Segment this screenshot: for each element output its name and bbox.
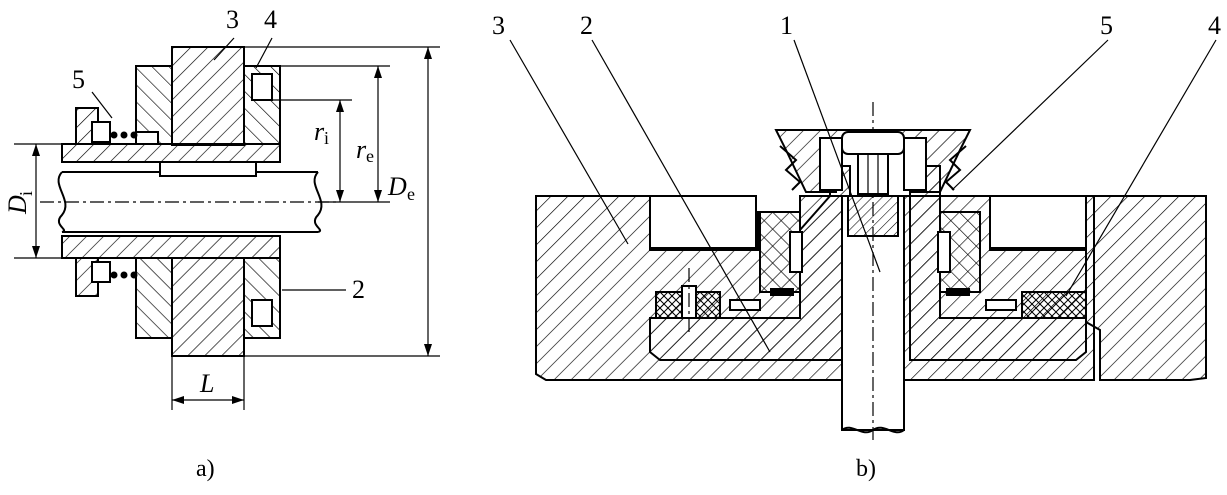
seal-ring-4 [655, 268, 1087, 336]
dimension-lines [14, 46, 440, 410]
callout-4-a: 4 [264, 5, 277, 34]
svg-text:D: D [3, 195, 32, 215]
shaft-1 [841, 102, 905, 440]
callout-3-a: 3 [226, 5, 239, 34]
svg-text:e: e [407, 184, 415, 204]
caption-b: b) [856, 456, 876, 482]
callout-5-a: 5 [72, 65, 85, 94]
caption-a: a) [196, 456, 215, 482]
svg-text:i: i [16, 191, 36, 196]
svg-text:r: r [356, 135, 367, 164]
figure-a: 3 4 5 2 D i D e r e r i L a) [3, 5, 440, 482]
figure-b: 3 2 1 5 4 b) [492, 11, 1221, 482]
callout-leaders-b [509, 39, 1217, 353]
callout-2-b: 2 [580, 11, 593, 40]
callout-2-a: 2 [352, 275, 365, 304]
svg-text:e: e [366, 146, 374, 166]
svg-text:r: r [314, 117, 325, 146]
sleeve-2 [61, 143, 281, 259]
callout-5-b: 5 [1100, 11, 1113, 40]
callout-1-b: 1 [780, 11, 793, 40]
callout-4-b: 4 [1208, 11, 1221, 40]
callout-3-b: 3 [492, 11, 505, 40]
dim-label-L: L [199, 369, 214, 398]
callout-leaders-a [91, 37, 346, 291]
spring-coils-bottom [110, 271, 138, 279]
dim-label-De: D e [387, 172, 415, 204]
top-cap [774, 129, 972, 195]
svg-text:i: i [324, 128, 329, 148]
svg-text:D: D [387, 172, 407, 201]
spring-coils-top [110, 131, 138, 139]
spring-seat-5 [75, 107, 159, 297]
shaft [40, 171, 340, 233]
dim-label-Di: D i [3, 191, 36, 215]
dim-label-ri: r i [314, 117, 329, 148]
dim-label-re: r e [356, 135, 374, 166]
